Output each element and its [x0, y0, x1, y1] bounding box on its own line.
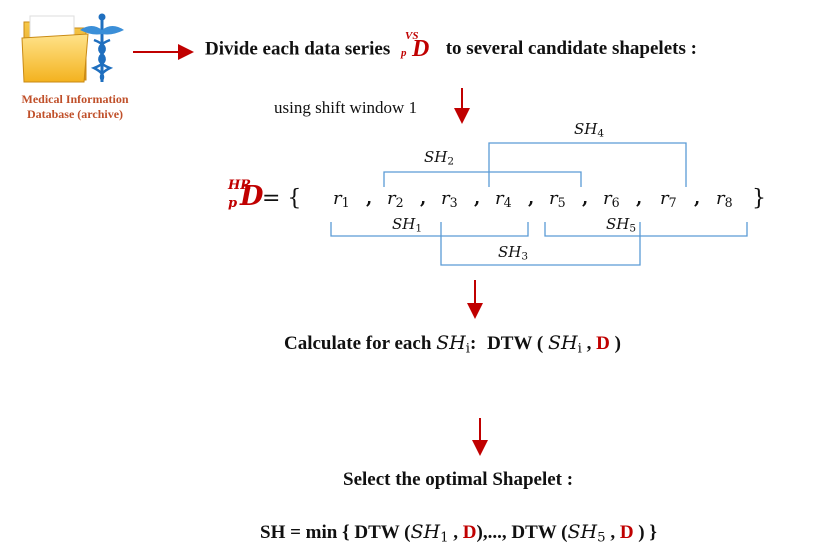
step4-end: ) }: [638, 522, 657, 543]
series-vs-symbol: VS p D: [399, 30, 430, 62]
step2-prefix: Calculate for each: [284, 333, 432, 354]
sep-1: ,: [366, 188, 373, 209]
step2-d: D: [596, 333, 610, 354]
lhs-letter: D: [240, 181, 264, 212]
step4-mid: ),...,: [476, 522, 507, 543]
step4-dtw1: DTW: [354, 522, 400, 543]
step2-sh: SHi: [436, 332, 470, 357]
step2-sh-arg: SHi: [547, 332, 582, 357]
sequence-item-r5: r5: [549, 188, 566, 211]
step2-text: Calculate for each SHi: DTW ( SHi , D ): [284, 332, 621, 356]
sequence-lhs: HR p D: [222, 177, 264, 217]
step4-d2: D: [619, 522, 634, 543]
step4-formula: SH = min { DTW (SH1 , D),..., DTW (SH5 ,…: [260, 521, 657, 546]
sep-3: ,: [474, 188, 481, 209]
step1-prefix: Divide each data series: [205, 38, 391, 60]
series-sub: p: [400, 47, 407, 59]
step4-dtw2: DTW: [511, 522, 557, 543]
sequence-equals-open: = {: [262, 186, 302, 211]
sep-6: ,: [636, 188, 643, 209]
sep-4: ,: [528, 188, 535, 209]
database-label: Medical Information Database (archive): [0, 92, 150, 122]
lhs-sup: HR: [228, 178, 252, 193]
label-sh4: SH4: [574, 120, 605, 140]
step1-text: Divide each data series VS p D to severa…: [205, 30, 697, 62]
step2-comma: ,: [586, 333, 592, 354]
shift-note: using shift window 1: [274, 98, 418, 117]
bracket-sh3: [440, 222, 641, 266]
step2-colon: :: [470, 333, 477, 354]
sequence-item-r3: r3: [441, 188, 458, 211]
label-sh2: SH2: [424, 148, 455, 168]
sequence-item-r4: r4: [495, 188, 512, 211]
step2-dtw: DTW: [487, 333, 533, 354]
lhs-sub: p: [228, 196, 238, 211]
bracket-sh5: [544, 222, 748, 237]
label-sh3: SH3: [498, 243, 529, 263]
step3-text: Select the optimal Shapelet :: [343, 469, 574, 490]
sequence-item-r7: r7: [660, 188, 677, 211]
series-letter: D: [411, 36, 430, 62]
sequence-close: }: [752, 186, 766, 211]
sep-7: ,: [694, 188, 701, 209]
bracket-sh4: [488, 142, 687, 187]
bracket-sh2: [383, 171, 582, 187]
bracket-sh1: [330, 222, 529, 237]
step4-lhs: SH = min {: [260, 522, 350, 543]
step2-close: ): [614, 333, 621, 354]
label-sh5: SH5: [606, 215, 637, 235]
database-label-line1: Medical Information: [21, 92, 129, 106]
medical-folder-icon: [21, 13, 124, 83]
sequence-item-r6: r6: [603, 188, 620, 211]
label-sh1: SH1: [392, 215, 423, 235]
step4-sh5: SH5: [567, 521, 606, 546]
step1-suffix: to several candidate shapelets :: [445, 38, 697, 60]
series-sup: VS: [404, 30, 419, 42]
sequence-item-r1: r1: [333, 188, 350, 211]
step4-d1: D: [462, 522, 477, 543]
database-label-line2: Database (archive): [26, 107, 124, 121]
sep-2: ,: [420, 188, 427, 209]
step4-sh1: SH1: [410, 521, 449, 546]
step2-open: (: [536, 333, 544, 354]
sep-5: ,: [582, 188, 589, 209]
sequence-item-r2: r2: [387, 188, 404, 211]
sequence-item-r8: r8: [716, 188, 733, 211]
